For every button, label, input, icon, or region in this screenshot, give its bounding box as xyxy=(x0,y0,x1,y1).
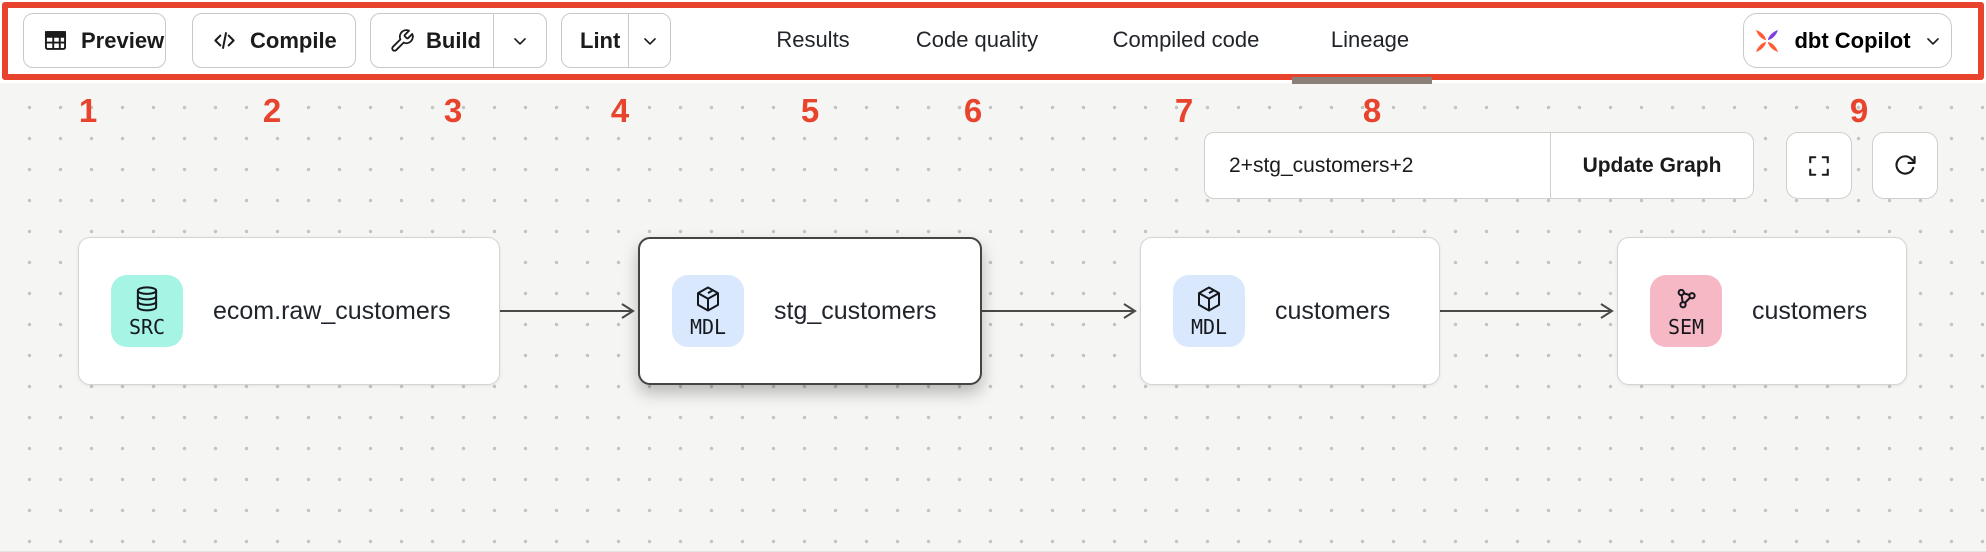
database-icon xyxy=(132,284,162,314)
lineage-edge xyxy=(1440,303,1614,319)
annotation-marker-8: 8 xyxy=(1362,92,1382,129)
lineage-node-source[interactable]: SRC ecom.raw_customers xyxy=(78,237,500,385)
fullscreen-button[interactable] xyxy=(1786,132,1852,199)
node-type-badge: SRC xyxy=(111,275,183,347)
code-icon xyxy=(211,27,238,54)
dbt-copilot-button[interactable]: dbt Copilot xyxy=(1743,13,1952,68)
annotation-marker-2: 2 xyxy=(262,92,282,129)
annotation-marker-9: 9 xyxy=(1849,92,1869,129)
annotation-marker-1: 1 xyxy=(78,92,98,129)
node-type-badge: SEM xyxy=(1650,275,1722,347)
compile-button-label: Compile xyxy=(250,27,337,53)
cube-icon xyxy=(1194,284,1224,314)
node-type-badge: MDL xyxy=(672,275,744,347)
annotation-marker-5: 5 xyxy=(800,92,820,129)
node-badge-label: MDL xyxy=(689,314,727,339)
tab-code-quality[interactable]: Code quality xyxy=(915,27,1039,52)
node-label: customers xyxy=(1275,296,1391,325)
ide-toolbar: Preview Compile Build xyxy=(0,0,1986,84)
chevron-down-icon xyxy=(1923,31,1943,51)
annotation-marker-6: 6 xyxy=(963,92,983,129)
update-graph-button[interactable]: Update Graph xyxy=(1550,133,1753,198)
lineage-node-stg-customers[interactable]: MDL stg_customers xyxy=(638,237,982,385)
dbt-copilot-logo-icon xyxy=(1752,26,1782,56)
dbt-copilot-label: dbt Copilot xyxy=(1794,27,1911,53)
node-badge-label: SRC xyxy=(128,314,166,339)
build-button[interactable]: Build xyxy=(371,14,493,67)
annotation-marker-7: 7 xyxy=(1174,92,1194,129)
lineage-selector-input[interactable] xyxy=(1205,133,1550,198)
lineage-edge xyxy=(500,303,635,319)
semantic-model-icon xyxy=(1671,284,1701,314)
annotation-marker-4: 4 xyxy=(610,92,630,129)
lint-button-group: Lint xyxy=(561,13,671,68)
annotation-marker-3: 3 xyxy=(443,92,463,129)
cube-icon xyxy=(693,284,723,314)
chevron-down-icon xyxy=(510,31,530,51)
node-label: customers xyxy=(1752,296,1868,325)
active-tab-indicator xyxy=(1292,77,1432,84)
preview-button-label: Preview xyxy=(81,27,165,53)
wrench-icon xyxy=(389,28,415,54)
lineage-node-customers-model[interactable]: MDL customers xyxy=(1140,237,1440,385)
refresh-icon xyxy=(1891,152,1919,180)
preview-button[interactable]: Preview xyxy=(23,13,166,68)
node-label: stg_customers xyxy=(774,296,937,325)
compile-button[interactable]: Compile xyxy=(192,13,356,68)
tab-lineage[interactable]: Lineage xyxy=(1330,27,1410,52)
build-button-label: Build xyxy=(426,27,481,53)
lineage-selector-group: Update Graph xyxy=(1204,132,1754,199)
lineage-edge xyxy=(982,303,1137,319)
node-badge-label: MDL xyxy=(1190,314,1228,339)
refresh-graph-button[interactable] xyxy=(1872,132,1938,199)
lint-dropdown-button[interactable] xyxy=(628,14,670,67)
lint-button[interactable]: Lint xyxy=(562,14,628,67)
node-label: ecom.raw_customers xyxy=(213,296,451,325)
tab-compiled-code[interactable]: Compiled code xyxy=(1112,27,1260,52)
lineage-node-customers-semantic[interactable]: SEM customers xyxy=(1617,237,1907,385)
node-badge-label: SEM xyxy=(1667,314,1705,339)
tab-results[interactable]: Results xyxy=(776,27,850,52)
node-type-badge: MDL xyxy=(1173,275,1245,347)
build-button-group: Build xyxy=(370,13,547,68)
lint-button-label: Lint xyxy=(580,27,621,53)
fullscreen-icon xyxy=(1805,152,1833,180)
table-icon xyxy=(42,27,69,54)
chevron-down-icon xyxy=(640,31,660,51)
build-dropdown-button[interactable] xyxy=(493,14,546,67)
